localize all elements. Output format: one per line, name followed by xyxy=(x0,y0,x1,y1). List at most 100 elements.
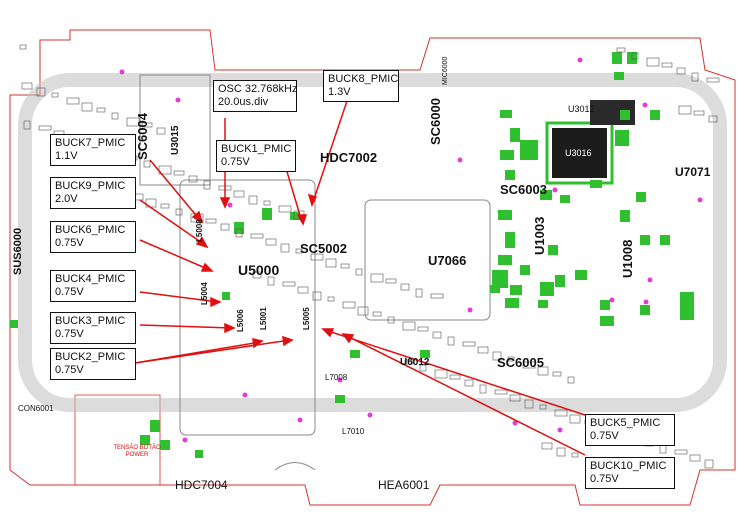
green-component xyxy=(520,140,538,160)
test-point xyxy=(227,202,233,208)
callout-buck9-voltage: 2.0V xyxy=(55,193,78,205)
label-sc6003: SC6003 xyxy=(500,182,547,197)
passive-component xyxy=(278,205,292,213)
arrowhead-buck2-b xyxy=(282,335,294,347)
green-component xyxy=(490,285,500,293)
callout-osc-title: OSC 32.768kHz xyxy=(218,83,298,95)
test-point xyxy=(647,277,653,283)
callout-buck1-voltage: 0.75V xyxy=(221,156,250,168)
callout-buck8-voltage: 1.3V xyxy=(328,86,351,98)
passive-component xyxy=(387,316,395,324)
passive-component xyxy=(430,293,444,299)
callout-buck9: BUCK9_PMIC 2.0V xyxy=(50,177,136,209)
passive-component xyxy=(492,351,502,361)
arrows xyxy=(134,97,586,456)
label-hdc7004: HDC7004 xyxy=(175,478,228,492)
label-sus6000: SUS6000 xyxy=(12,227,24,275)
passive-component xyxy=(263,200,271,206)
green-component xyxy=(620,210,630,222)
passive-component xyxy=(402,321,416,331)
passive-component xyxy=(522,361,536,369)
passive-component xyxy=(494,389,508,395)
green-component xyxy=(505,170,515,180)
passive-component xyxy=(250,233,264,239)
passive-component xyxy=(81,102,93,112)
callout-buck6-voltage: 0.75V xyxy=(55,237,84,249)
arrow-buck3 xyxy=(139,324,233,329)
green-component xyxy=(612,52,622,64)
passive-component xyxy=(693,110,705,116)
callout-buck1-title: BUCK1_PMIC xyxy=(221,143,292,155)
passive-component xyxy=(280,243,290,253)
passive-component xyxy=(96,107,106,113)
callout-buck6-title: BUCK6_PMIC xyxy=(55,224,126,236)
green-component xyxy=(335,395,345,403)
arrowhead-buck5 xyxy=(321,328,335,338)
pmic-region xyxy=(179,179,316,436)
green-component xyxy=(505,298,519,308)
passive-component xyxy=(676,67,686,75)
passive-component xyxy=(571,452,579,458)
passive-component xyxy=(462,341,476,347)
passive-component xyxy=(419,364,427,372)
passive-component xyxy=(569,414,581,424)
arrow-buck5 xyxy=(324,329,586,416)
passive-component xyxy=(21,82,33,90)
green-component xyxy=(540,282,554,296)
green-component xyxy=(500,110,512,118)
passive-component xyxy=(691,72,699,82)
callout-osc: OSC 32.768kHz 20.0us.div xyxy=(213,80,297,112)
green-component xyxy=(498,210,512,220)
label-l5006: L5006 xyxy=(236,309,245,332)
label-u7066: U7066 xyxy=(428,253,467,268)
callout-buck4-voltage: 0.75V xyxy=(55,286,84,298)
callout-buck6: BUCK6_PMIC 0.75V xyxy=(50,221,136,253)
passive-component xyxy=(295,248,303,254)
test-points xyxy=(119,57,703,443)
green-component xyxy=(540,190,552,200)
passive-component xyxy=(541,442,553,450)
board-notch xyxy=(274,462,316,471)
green-component xyxy=(640,235,650,245)
test-point xyxy=(119,69,125,75)
passive-component xyxy=(355,268,363,276)
passive-component xyxy=(188,175,198,183)
passive-component xyxy=(252,271,262,279)
passive-component xyxy=(509,394,521,402)
arrowhead-buck3 xyxy=(224,322,236,334)
green-component xyxy=(500,150,514,160)
passive-component xyxy=(357,306,369,316)
green-component xyxy=(350,350,360,358)
passive-component xyxy=(126,117,140,127)
passive-component xyxy=(233,190,245,198)
green-component xyxy=(290,212,300,220)
green-component xyxy=(498,255,512,265)
test-point xyxy=(577,57,583,63)
label-sc6004: SC6004 xyxy=(135,113,150,160)
test-point xyxy=(609,297,615,303)
green-component xyxy=(160,440,170,450)
passive-component xyxy=(708,115,718,123)
green-component xyxy=(555,275,565,287)
callout-buck3-voltage: 0.75V xyxy=(55,328,84,340)
passive-component xyxy=(449,374,461,380)
passive-component xyxy=(160,203,170,209)
green-component xyxy=(615,130,629,146)
passive-component xyxy=(464,379,474,387)
passive-component xyxy=(704,459,714,469)
callout-buck5-title: BUCK5_PMIC xyxy=(590,417,661,429)
callout-buck5: BUCK5_PMIC 0.75V xyxy=(585,414,675,446)
green-component xyxy=(620,110,630,120)
passive-component xyxy=(674,449,688,455)
passive-component xyxy=(556,447,566,457)
callout-buck7-title: BUCK7_PMIC xyxy=(55,137,126,149)
label-con6001: CON6001 xyxy=(18,404,54,413)
passive-component xyxy=(415,288,423,298)
callout-osc-voltage: 20.0us.div xyxy=(218,96,269,108)
passive-component xyxy=(434,369,448,379)
passive-component xyxy=(646,57,660,67)
passive-component xyxy=(248,195,258,205)
passive-component xyxy=(524,399,534,409)
passive-component xyxy=(203,180,211,190)
passive-component xyxy=(616,47,626,53)
